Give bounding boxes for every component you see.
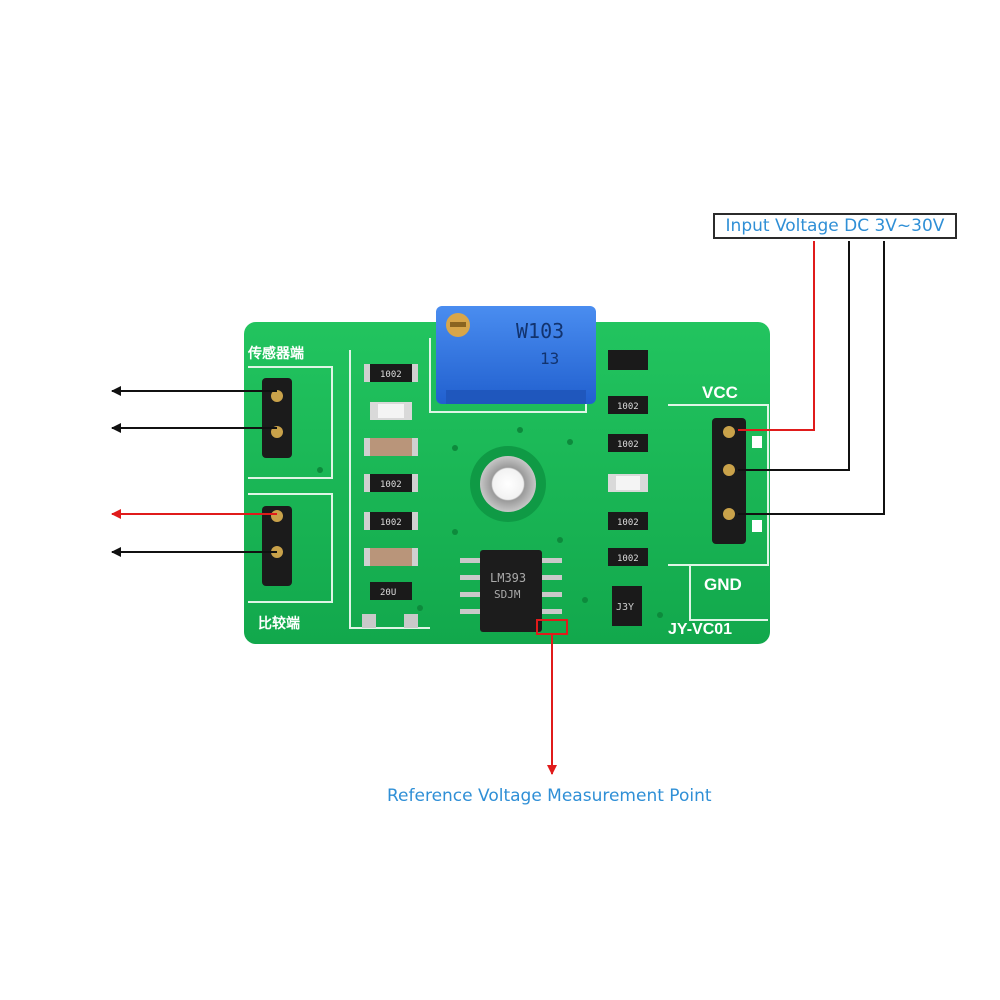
transistor-code: J3Y [616, 602, 634, 613]
transistor [612, 586, 642, 626]
power-header [712, 418, 762, 544]
resistor-code: 1002 [617, 518, 639, 528]
resistors-left: 1002 1002 1002 20U [362, 364, 418, 628]
compare-side-label: 比较端 [258, 615, 300, 632]
potentiometer-mark: 13 [540, 349, 559, 368]
sensor-side-label: 传感器端 [247, 345, 304, 362]
vcc-leader [738, 241, 815, 431]
reference-voltage-label: Reference Voltage Measurement Point [387, 786, 712, 806]
resistor-code: 1002 [617, 440, 639, 450]
resistor-code: 1002 [617, 402, 639, 412]
potentiometer: W103 13 [436, 306, 596, 404]
resistors-right: 1002 1002 1002 1002 J3Y [608, 350, 648, 626]
sensor-arrows [111, 386, 277, 433]
resistor-code: 1002 [380, 518, 402, 528]
vcc-label: VCC [702, 383, 738, 402]
gnd-label: GND [704, 575, 742, 594]
input-voltage-leaders [738, 241, 885, 515]
mounting-hole [480, 456, 536, 512]
comparator-chip: LM393 SDJM [460, 550, 562, 632]
sensor-header [262, 378, 292, 458]
chip-label: LM393 [490, 571, 526, 585]
model-label: JY-VC01 [668, 621, 732, 638]
resistor-code: 1002 [380, 370, 402, 380]
compare-arrows [111, 509, 277, 557]
input-voltage-label: Input Voltage DC 3V~30V [713, 213, 957, 239]
chip-code: SDJM [494, 588, 521, 601]
resistor-code: 1002 [617, 554, 639, 564]
capacitor-code: 20U [380, 588, 396, 598]
potentiometer-code: W103 [516, 319, 564, 343]
gnd-leader [738, 241, 885, 515]
mid-leader [738, 241, 850, 471]
comparator-header [262, 506, 292, 586]
resistor-code: 1002 [380, 480, 402, 490]
